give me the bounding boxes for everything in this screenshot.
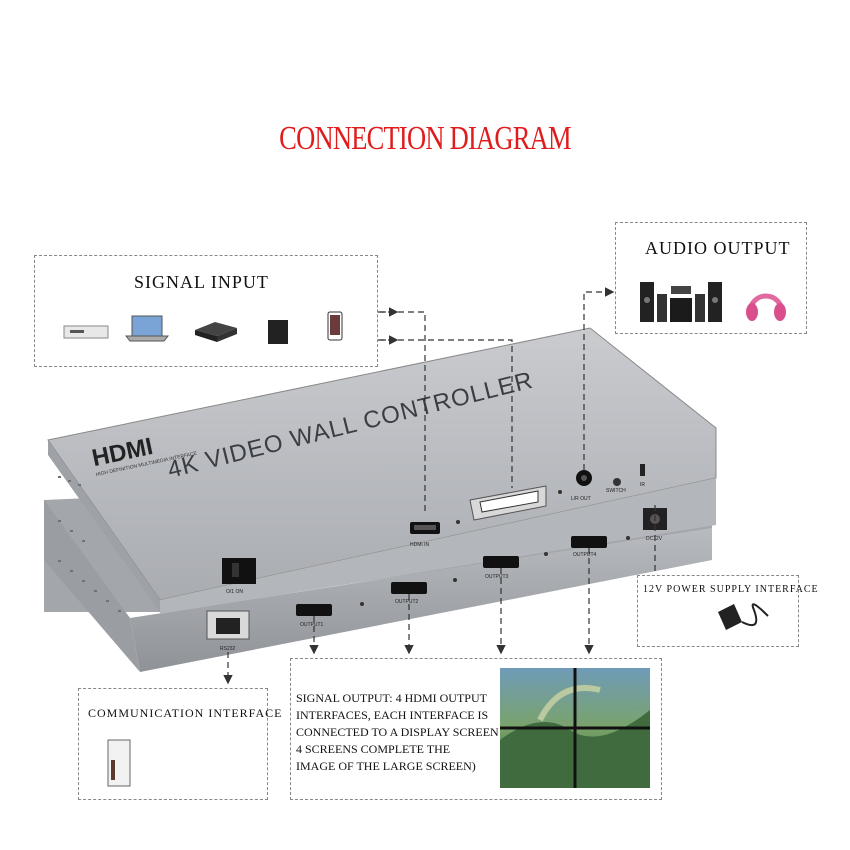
- output4-label: OUTPUT4: [573, 552, 597, 558]
- signal-output-line-3: CONNECTED TO A DISPLAY SCREEN: [296, 725, 499, 739]
- signal-output-line-4: 4 SCREENS COMPLETE THE: [296, 742, 451, 756]
- rs232-label: RS232: [220, 646, 236, 652]
- signal-input-label: SIGNAL INPUT: [134, 272, 269, 292]
- signal-output-line-1: SIGNAL OUTPUT: 4 HDMI OUTPUT: [296, 691, 487, 705]
- lr-out-label: L/R OUT: [571, 496, 591, 502]
- media-player-icon: [195, 322, 237, 342]
- output1-port[interactable]: [296, 604, 332, 616]
- dc12v-label: DC12V: [646, 536, 663, 542]
- output3-port[interactable]: [483, 556, 519, 568]
- signal-output-line-5: IMAGE OF THE LARGE SCREEN): [296, 759, 476, 773]
- switch-button[interactable]: [613, 478, 621, 486]
- phone-icon: [327, 311, 343, 341]
- game-console-icon: [268, 320, 288, 344]
- hdmi-in-port[interactable]: [410, 522, 440, 534]
- headphones-icon: [746, 293, 786, 321]
- video-wall-controller: [44, 327, 717, 672]
- power-supply-box: [637, 575, 799, 647]
- output3-label: OUTPUT3: [485, 574, 509, 580]
- output4-port[interactable]: [571, 536, 607, 548]
- audio-out-port[interactable]: [576, 470, 592, 486]
- speaker-system-icon: [640, 282, 722, 322]
- switch-label: SWITCH: [606, 488, 626, 494]
- power-switch-label: O/1 ON: [226, 589, 243, 595]
- signal-output-text: SIGNAL OUTPUT: 4 HDMI OUTPUT INTERFACES,…: [296, 690, 499, 775]
- hdmi-in-label: HDMI IN: [410, 542, 430, 548]
- output2-port[interactable]: [391, 582, 427, 594]
- set-top-box-icon: [63, 325, 109, 339]
- rs232-port[interactable]: [206, 610, 250, 640]
- dvi-port[interactable]: [469, 485, 547, 521]
- diagram-title: CONNECTION DIAGRAM: [279, 120, 571, 157]
- ir-sensor: [640, 464, 645, 476]
- signal-output-line-2: INTERFACES, EACH INTERFACE IS: [296, 708, 489, 722]
- communication-label: COMMUNICATION INTERFACE: [88, 706, 283, 720]
- output2-label: OUTPUT2: [395, 599, 419, 605]
- control-pc-icon: [107, 739, 131, 787]
- audio-output-label: AUDIO OUTPUT: [645, 238, 791, 258]
- power-adapter-icon: [718, 603, 769, 630]
- power-switch[interactable]: [222, 558, 256, 584]
- power-supply-label: 12V POWER SUPPLY INTERFACE: [643, 584, 819, 595]
- output1-label: OUTPUT1: [300, 622, 324, 628]
- laptop-icon: [124, 315, 170, 342]
- video-wall-image: [500, 668, 650, 788]
- signal-input-box: [34, 255, 378, 367]
- ir-label: IR: [640, 482, 645, 488]
